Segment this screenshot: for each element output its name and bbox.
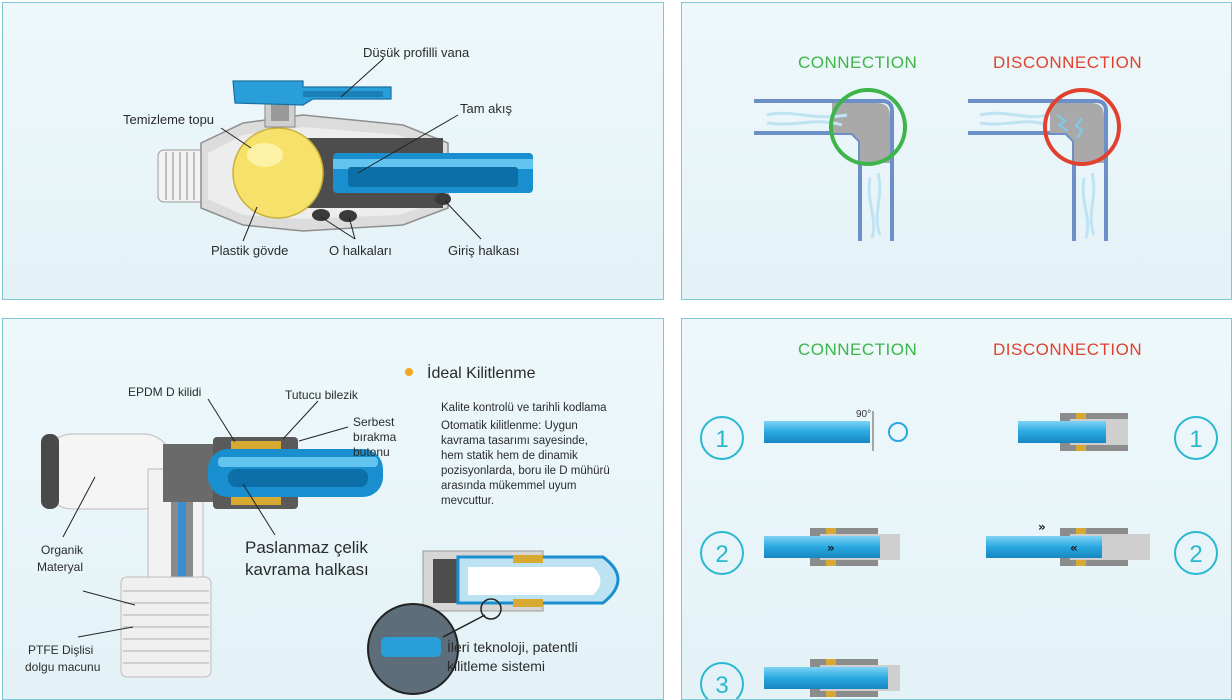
bullet-dot xyxy=(405,368,413,376)
label-full-flow: Tam akış xyxy=(460,101,513,116)
release-arrows-icon: » xyxy=(1038,520,1046,534)
cleaning-ball xyxy=(232,127,324,219)
steps-disconnection-heading: DISCONNECTION xyxy=(993,340,1142,359)
step3-left-connector xyxy=(764,659,900,697)
auto-lock-line-6: mevcuttur. xyxy=(441,495,494,507)
auto-lock-line-4: pozisyonlarda, boru ile D mühürü xyxy=(441,465,610,477)
step-1-right: 1 xyxy=(1174,416,1218,460)
connection-steps-panel: CONNECTION DISCONNECTION 1 2 3 1 2 90° xyxy=(681,318,1232,700)
step1-right-connector xyxy=(1018,413,1128,451)
steps-diagram: CONNECTION DISCONNECTION 1 2 3 1 2 90° xyxy=(700,340,1218,699)
connector-assembly xyxy=(163,437,383,509)
ideal-lock-title: İdeal Kilitlenme xyxy=(427,363,536,382)
label-epdm-lock: EPDM D kilidi xyxy=(128,385,201,399)
step-number-3: 3 xyxy=(715,672,728,699)
label-steel-ring-1: Paslanmaz çelik xyxy=(245,538,368,557)
threaded-end xyxy=(157,149,207,203)
step-number-1-right: 1 xyxy=(1189,426,1202,453)
valve-handle xyxy=(232,80,392,128)
disconnection-highlight-ring xyxy=(1043,88,1121,166)
elbow-connected xyxy=(754,88,907,241)
step-2-right: 2 xyxy=(1174,531,1218,575)
elbow-diagram: CONNECTION DISCONNECTION xyxy=(754,53,1142,241)
label-plastic-body: Plastik gövde xyxy=(211,243,288,258)
auto-lock-line-1: Otomatik kilitlenme: Uygun xyxy=(441,420,578,432)
step2-right-connector: » « xyxy=(986,520,1150,566)
step-number-2-right: 2 xyxy=(1189,541,1202,568)
fitting-body xyxy=(41,433,212,678)
advanced-tech-line-2: kilitleme sistemi xyxy=(447,658,545,674)
label-steel-ring-2: kavrama halkası xyxy=(245,560,369,579)
label-o-rings: O halkaları xyxy=(329,243,392,258)
fitting-detail-panel: EPDM D kilidi Tutucu bilezik Serbest bır… xyxy=(2,318,664,700)
advanced-tech-line-1: İleri teknoloji, patentli xyxy=(447,638,578,655)
connection-highlight-ring xyxy=(829,88,907,166)
disconnection-heading: DISCONNECTION xyxy=(993,53,1142,72)
label-organic-2: Materyal xyxy=(37,560,83,574)
step-3-left: 3 xyxy=(700,662,744,699)
label-ptfe-2: dolgu macunu xyxy=(25,660,100,674)
connection-heading: CONNECTION xyxy=(798,53,917,72)
label-release-button-3: butonu xyxy=(353,445,390,459)
label-ptfe-1: PTFE Dişlisi xyxy=(28,643,93,657)
auto-lock-line-5: arasında mükemmel uyum xyxy=(441,480,577,492)
detail-cutaway xyxy=(367,550,620,695)
label-organic-1: Organik xyxy=(41,543,84,557)
label-low-profile-valve: Düşük profilli vana xyxy=(363,45,470,60)
auto-lock-line-2: kavrama tasarımı sayesinde, xyxy=(441,435,588,447)
valve-diagram: Düşük profilli vana Temizleme topu Tam a… xyxy=(123,45,533,258)
label-retaining-collar: Tutucu bilezik xyxy=(285,388,359,402)
label-inlet-ring: Giriş halkası xyxy=(448,243,520,258)
step-1-left: 1 xyxy=(700,416,744,460)
auto-lock-line-3: hem statik hem de dinamik xyxy=(441,450,578,462)
elbow-disconnected xyxy=(968,88,1121,241)
step-2-left: 2 xyxy=(700,531,744,575)
quality-text: Kalite kontrolü ve tarihli kodlama xyxy=(441,402,607,414)
connection-elbow-panel: CONNECTION DISCONNECTION xyxy=(681,2,1232,300)
pull-arrows-icon: « xyxy=(1070,541,1078,555)
label-cleaning-ball: Temizleme topu xyxy=(123,112,214,127)
step2-left-connector: » xyxy=(764,528,900,566)
label-release-button-1: Serbest xyxy=(353,415,395,429)
step-number-1: 1 xyxy=(715,426,728,453)
label-release-button-2: bırakma xyxy=(353,430,397,444)
push-arrows-icon: » xyxy=(827,541,835,555)
steps-connection-heading: CONNECTION xyxy=(798,340,917,359)
fitting-diagram: EPDM D kilidi Tutucu bilezik Serbest bır… xyxy=(25,363,620,695)
angle-label: 90° xyxy=(856,409,871,420)
step1-pipe-cut: 90° xyxy=(764,409,908,451)
valve-diagram-panel: Düşük profilli vana Temizleme topu Tam a… xyxy=(2,2,664,300)
step-number-2: 2 xyxy=(715,541,728,568)
